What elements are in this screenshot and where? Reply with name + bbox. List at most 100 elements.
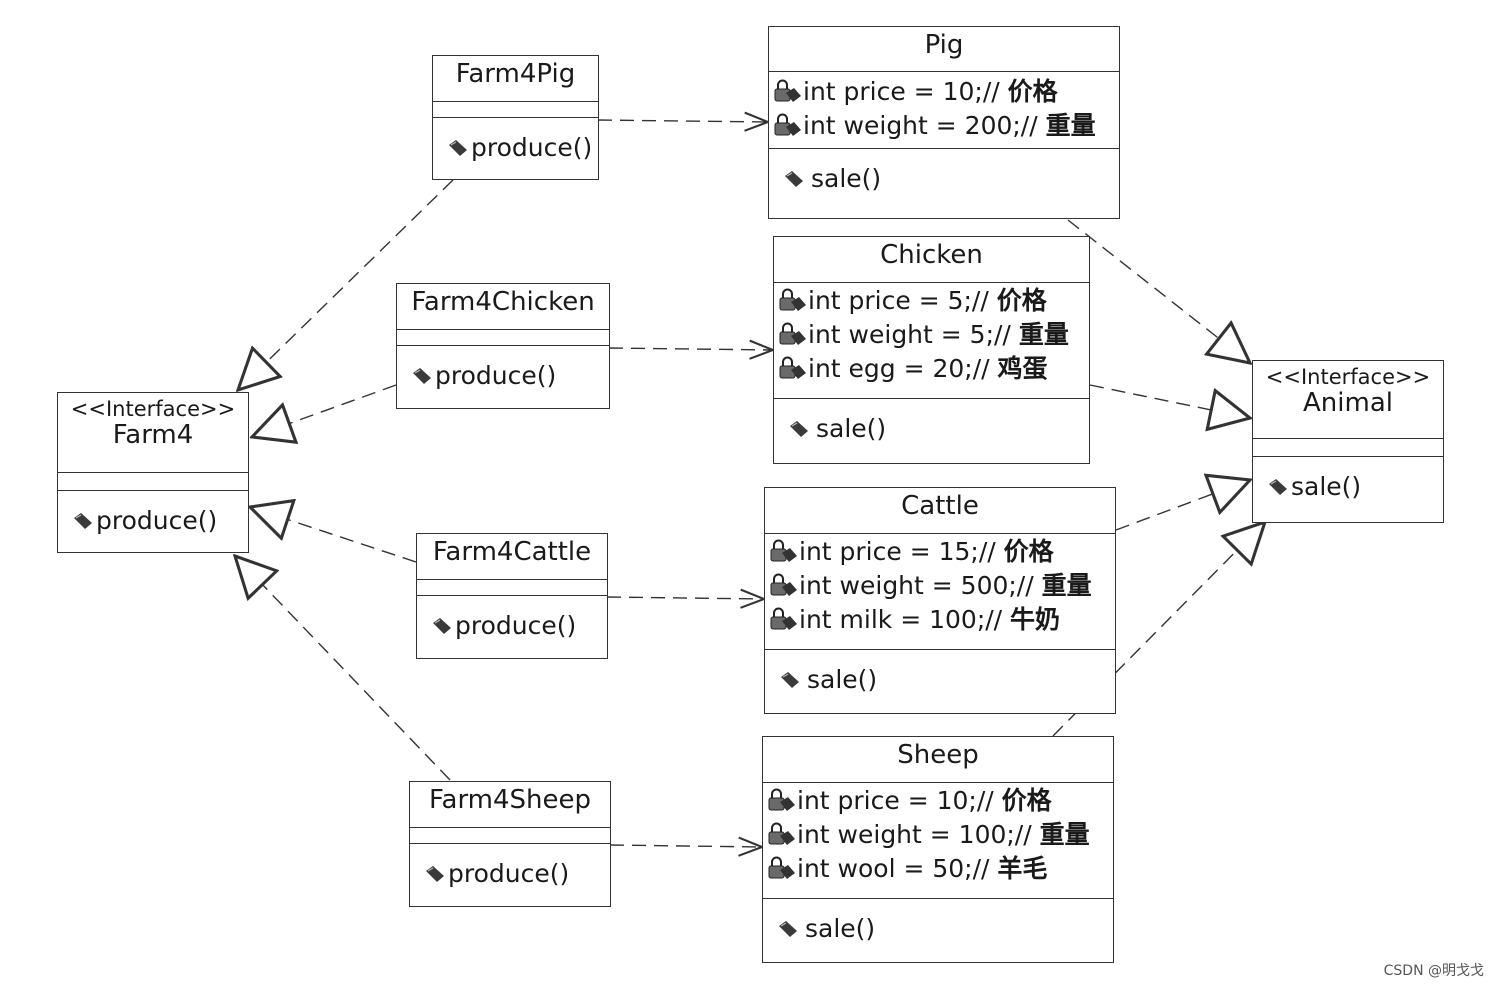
operation-label: sale() [807, 665, 878, 694]
operation-label: sale() [811, 164, 882, 193]
realization-pig [1067, 219, 1250, 363]
farm4chicken-attributes [397, 330, 609, 346]
method-icon [1269, 479, 1287, 495]
class-farm4chicken: Farm4Chicken produce() [396, 283, 610, 409]
operation-label: sale() [805, 914, 876, 943]
operation-label: sale() [816, 414, 887, 443]
operation-label: produce() [448, 859, 570, 888]
lock-field-icon [770, 607, 797, 630]
farm4pig-attributes [433, 102, 598, 118]
dependency-cattle [606, 597, 764, 599]
attribute-comment: 羊毛 [997, 854, 1048, 883]
chicken-operation: sale() [774, 399, 1089, 459]
animal-operations: sale() [1253, 457, 1443, 517]
method-icon [433, 618, 451, 634]
farm4sheep-operation: produce() [410, 844, 610, 904]
farm4-stereotype: <<Interface>> [70, 397, 236, 421]
attribute-comment: 牛奶 [1010, 605, 1061, 634]
pig-operation: sale() [769, 149, 1119, 209]
method-icon [74, 513, 92, 529]
pig-attributes: int price = 10;// 价格 int weight = 200;//… [769, 72, 1119, 149]
method-icon [779, 921, 797, 937]
chicken-title: Chicken [774, 237, 1089, 283]
attribute-row: int price = 15;// 价格 [765, 535, 1115, 569]
realization-cattle [1115, 480, 1250, 531]
sheep-attributes: int price = 10;// 价格 int weight = 100;//… [763, 783, 1113, 899]
animal-name: Animal [1303, 388, 1393, 419]
lock-field-icon [774, 113, 801, 136]
attribute-code: int weight = 200;// [803, 111, 1038, 140]
chicken-operations: sale() [774, 399, 1089, 459]
farm4chicken-operations: produce() [397, 346, 609, 406]
farm4-name: Farm4 [112, 420, 194, 451]
class-sheep: Sheep int price = 10;// 价格 int weight = … [762, 736, 1114, 963]
attribute-row: int egg = 20;// 鸡蛋 [774, 352, 1089, 386]
attribute-row: int weight = 100;// 重量 [763, 818, 1113, 852]
dependency-chicken [608, 348, 773, 350]
sheep-operations: sale() [763, 899, 1113, 959]
attribute-row: int price = 10;// 价格 [769, 75, 1119, 109]
attribute-code: int price = 10;// [803, 77, 1000, 106]
lock-field-icon [768, 788, 795, 811]
cattle-attributes: int price = 15;// 价格 int weight = 500;//… [765, 534, 1115, 650]
attribute-code: int weight = 500;// [799, 571, 1034, 600]
attribute-row: int price = 5;// 价格 [774, 284, 1089, 318]
method-icon [449, 140, 467, 156]
lock-field-icon [768, 856, 795, 879]
chicken-attributes: int price = 5;// 价格 int weight = 5;// 重量… [774, 283, 1089, 399]
lock-field-icon [779, 288, 806, 311]
farm4chicken-operation: produce() [397, 346, 609, 406]
pig-title: Pig [769, 27, 1119, 72]
attribute-code: int price = 15;// [799, 537, 996, 566]
animal-operation: sale() [1253, 457, 1443, 517]
attribute-comment: 价格 [1007, 77, 1058, 106]
farm4-operation: produce() [58, 491, 248, 551]
attribute-comment: 重量 [1018, 320, 1069, 349]
sheep-title: Sheep [763, 737, 1113, 783]
attribute-code: int weight = 100;// [797, 820, 1032, 849]
operation-label: produce() [471, 133, 593, 162]
farm4sheep-attributes [410, 828, 610, 844]
realization-farm4sheep [235, 556, 451, 781]
dependency-sheep [609, 845, 762, 847]
operation-label: produce() [435, 361, 557, 390]
attribute-comment: 价格 [1003, 537, 1054, 566]
method-icon [426, 866, 444, 882]
farm4cattle-operations: produce() [417, 596, 607, 656]
realization-farm4cattle [250, 507, 417, 563]
attribute-row: int wool = 50;// 羊毛 [763, 852, 1113, 886]
farm4-attributes [58, 473, 248, 491]
farm4cattle-title: Farm4Cattle [417, 534, 607, 580]
lock-field-icon [768, 822, 795, 845]
realization-farm4chicken [252, 384, 397, 437]
method-icon [790, 421, 808, 437]
attribute-comment: 价格 [1001, 786, 1052, 815]
class-pig: Pig int price = 10;// 价格 int weight = 20… [768, 26, 1120, 219]
lock-field-icon [774, 79, 801, 102]
class-farm4pig: Farm4Pig produce() [432, 55, 599, 180]
realization-chicken [1089, 384, 1250, 418]
interface-farm4: <<Interface>> Farm4 produce() [57, 392, 249, 553]
farm4-title: <<Interface>> Farm4 [58, 393, 248, 473]
cattle-operations: sale() [765, 650, 1115, 710]
lock-field-icon [770, 573, 797, 596]
farm4chicken-title: Farm4Chicken [397, 284, 609, 330]
attribute-code: int price = 10;// [797, 786, 994, 815]
attribute-code: int milk = 100;// [799, 605, 1003, 634]
realization-farm4pig [238, 179, 454, 390]
class-farm4sheep: Farm4Sheep produce() [409, 781, 611, 907]
operation-label: produce() [96, 506, 218, 535]
attribute-row: int weight = 200;// 重量 [769, 109, 1119, 143]
attribute-code: int wool = 50;// [797, 854, 990, 883]
animal-stereotype: <<Interface>> [1265, 365, 1431, 389]
operation-label: produce() [455, 611, 577, 640]
attribute-row: int weight = 500;// 重量 [765, 569, 1115, 603]
attribute-comment: 重量 [1039, 820, 1090, 849]
class-farm4cattle: Farm4Cattle produce() [416, 533, 608, 659]
farm4cattle-attributes [417, 580, 607, 596]
attribute-row: int price = 10;// 价格 [763, 784, 1113, 818]
attribute-comment: 重量 [1041, 571, 1092, 600]
cattle-operation: sale() [765, 650, 1115, 710]
class-chicken: Chicken int price = 5;// 价格 int weight =… [773, 236, 1090, 464]
dependency-pig [597, 120, 768, 122]
